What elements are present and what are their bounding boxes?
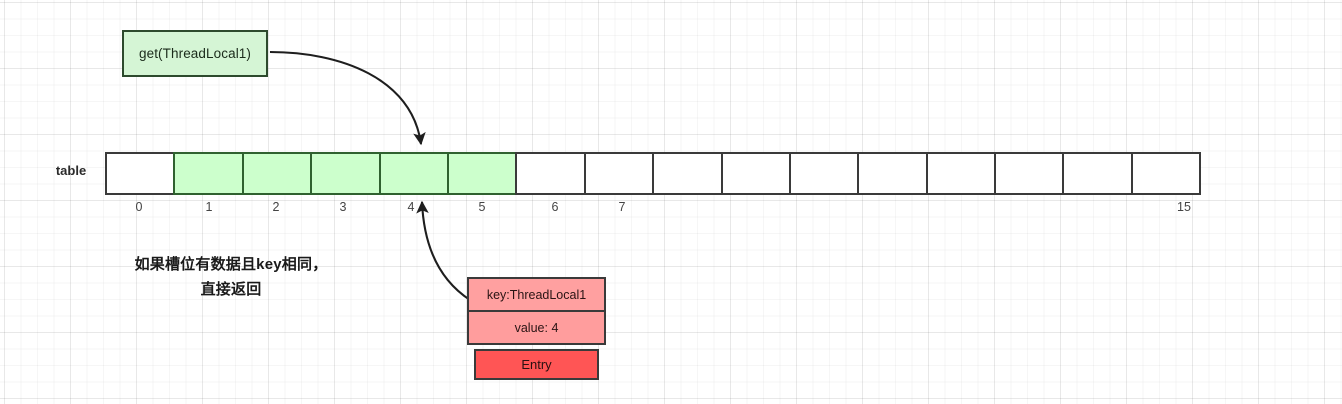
get-call-label: get(ThreadLocal1) <box>138 46 251 61</box>
entry-value-row: value: 4 <box>467 310 606 345</box>
entry-type-label: Entry <box>521 357 552 372</box>
explanation-note: 如果槽位有数据且key相同， 直接返回 <box>100 252 362 302</box>
index-label-5: 5 <box>478 200 486 214</box>
entry-box: key:ThreadLocal1 value: 4 <box>467 277 606 345</box>
entry-key-row: key:ThreadLocal1 <box>467 277 606 312</box>
index-label-0: 0 <box>135 200 143 214</box>
note-line-1: 如果槽位有数据且key相同， <box>134 256 328 273</box>
index-label-6: 6 <box>551 200 559 214</box>
table-cell-6[interactable] <box>515 152 586 195</box>
table-cell-13[interactable] <box>994 152 1065 195</box>
table-cell-8[interactable] <box>652 152 723 195</box>
arrow-get-to-slot4 <box>269 50 426 146</box>
index-label-15: 15 <box>1177 200 1191 214</box>
entry-value-label: value: 4 <box>514 320 559 335</box>
table-cell-2[interactable] <box>241 152 313 195</box>
index-label-1: 1 <box>205 200 213 214</box>
index-label-3: 3 <box>339 200 347 214</box>
table-label: table <box>55 163 87 178</box>
note-line-2: 直接返回 <box>200 281 262 298</box>
index-label-7: 7 <box>618 200 626 214</box>
arrow-entry-to-slot4 <box>416 200 471 301</box>
index-label-2: 2 <box>272 200 280 214</box>
table-cell-0[interactable] <box>105 152 176 195</box>
table-array <box>105 152 1202 195</box>
index-label-4: 4 <box>407 200 415 214</box>
entry-type-box: Entry <box>474 349 599 380</box>
get-call-box[interactable]: get(ThreadLocal1) <box>122 30 268 77</box>
entry-key-label: key:ThreadLocal1 <box>486 287 587 302</box>
table-cell-15[interactable] <box>1130 152 1202 195</box>
table-cell-4[interactable] <box>378 152 449 195</box>
